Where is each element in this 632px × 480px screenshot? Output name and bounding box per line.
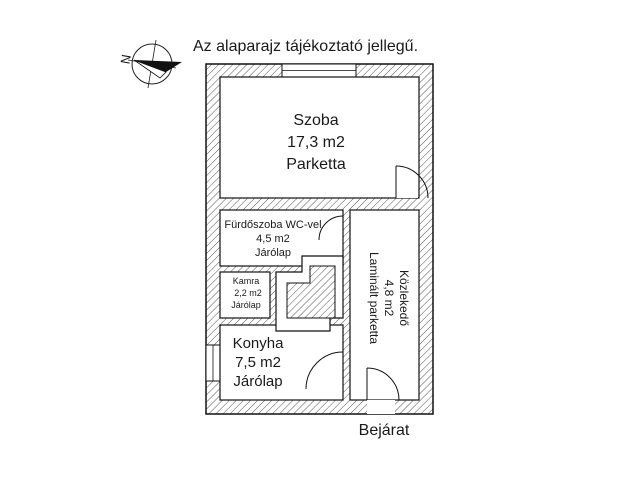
- room-area-kozlekedo: 4,8 m2: [382, 280, 396, 317]
- room-floor-konyha: Járólap: [233, 373, 282, 390]
- plan-note: Az alaparajz tájékoztató jellegű.: [193, 38, 418, 55]
- room-name-konyha: Konyha: [233, 335, 285, 352]
- room-floor-furdo: Járólap: [255, 247, 291, 259]
- room-area-konyha: 7,5 m2: [235, 354, 281, 371]
- room-area-kamra: 2,2 m2: [234, 288, 262, 298]
- room-name-kozlekedo: Közlekedő: [397, 270, 411, 326]
- door-furdo: [318, 215, 344, 241]
- room-kamra: [219, 271, 271, 319]
- compass-rose-icon: [127, 39, 182, 89]
- room-name-furdo: Fürdőszoba WC-vel: [224, 219, 321, 231]
- room-area-furdo: 4,5 m2: [256, 233, 290, 245]
- room-name-szoba: Szoba: [293, 112, 338, 129]
- room-floor-kozlekedo: Laminált parketta: [367, 252, 381, 344]
- room-floor-kamra: Járólap: [231, 300, 261, 310]
- room-szoba: [219, 76, 420, 199]
- room-floor-szoba: Parketta: [286, 156, 346, 173]
- entrance-label: Bejárat: [359, 422, 410, 439]
- door-entrance: [366, 367, 400, 414]
- room-area-szoba: 17,3 m2: [287, 134, 345, 151]
- room-name-kamra: Kamra: [233, 276, 260, 286]
- compass-letter: N: [117, 53, 133, 65]
- door-konyha: [305, 351, 344, 390]
- door-szoba: [395, 165, 429, 199]
- room-kozlekedo: [349, 209, 420, 401]
- walls: [205, 63, 434, 415]
